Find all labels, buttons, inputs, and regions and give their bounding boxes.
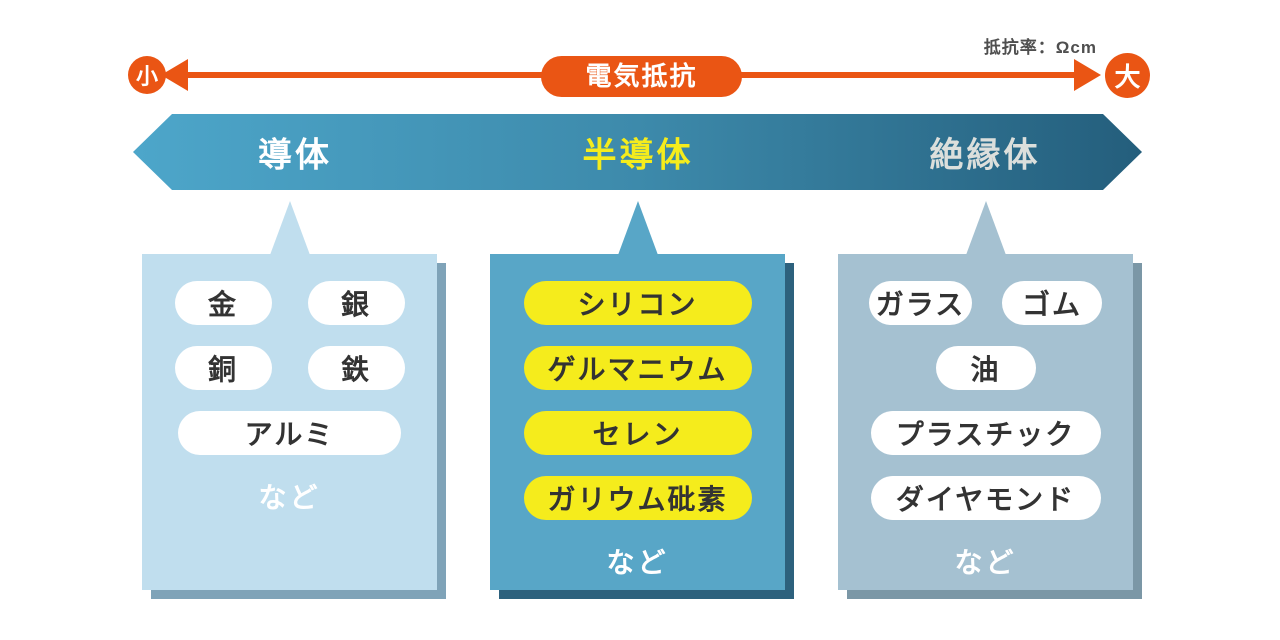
pill-row: シリコン <box>523 281 752 325</box>
spectrum-banner: 導体 半導体 絶縁体 <box>133 114 1142 190</box>
pill-row: ダイヤモンド <box>870 476 1101 520</box>
material-pill: アルミ <box>178 411 401 455</box>
axis-low-badge: 小 <box>128 56 166 94</box>
axis-title: 電気抵抗 <box>541 56 742 97</box>
pill-row: セレン <box>523 411 752 455</box>
etc-label: など <box>258 482 321 513</box>
pill-row: ガラス ゴム <box>869 281 1102 325</box>
axis-high-badge: 大 <box>1105 53 1150 98</box>
banner-label-insulator: 絶縁体 <box>929 136 1041 175</box>
pill-row: アルミ <box>178 411 401 455</box>
pill-row: 金 銀 <box>174 281 405 325</box>
conductor-card: 金 銀 銅 鉄 アルミ など <box>142 201 437 590</box>
semiconductor-card: シリコン ゲルマニウム セレン ガリウム砒素 など <box>490 201 785 590</box>
material-pill: ゴム <box>1002 281 1102 325</box>
pill-row: ゲルマニウム <box>523 346 752 390</box>
semiconductor-card-pointer <box>617 201 658 255</box>
pill-row: プラスチック <box>870 411 1101 455</box>
insulator-card-pointer <box>965 201 1006 255</box>
material-pill: ガリウム砒素 <box>523 476 752 520</box>
pill-row: 油 <box>935 346 1036 390</box>
material-pill: ダイヤモンド <box>870 476 1101 520</box>
pill-row: ガリウム砒素 <box>523 476 752 520</box>
material-pill: 銅 <box>174 346 272 390</box>
material-pill: 金 <box>174 281 272 325</box>
material-pill: 銀 <box>307 281 405 325</box>
banner-label-semiconductor: 半導体 <box>582 136 694 175</box>
etc-label: など <box>954 547 1017 578</box>
axis-right-arrowhead-icon <box>1074 59 1101 91</box>
insulator-card: ガラス ゴム 油 プラスチック ダイヤモンド など <box>838 201 1133 590</box>
etc-label: など <box>606 547 669 578</box>
conductor-card-pointer <box>269 201 310 255</box>
material-pill: シリコン <box>523 281 752 325</box>
material-pill: 油 <box>935 346 1036 390</box>
material-pill: ゲルマニウム <box>523 346 752 390</box>
material-pill: 鉄 <box>307 346 405 390</box>
pill-row: 銅 鉄 <box>174 346 405 390</box>
resistivity-unit-label: 抵抗率：Ωcm <box>983 38 1097 57</box>
banner-label-conductor: 導体 <box>258 136 332 175</box>
material-pill: セレン <box>523 411 752 455</box>
material-pill: プラスチック <box>870 411 1101 455</box>
material-pill: ガラス <box>869 281 972 325</box>
